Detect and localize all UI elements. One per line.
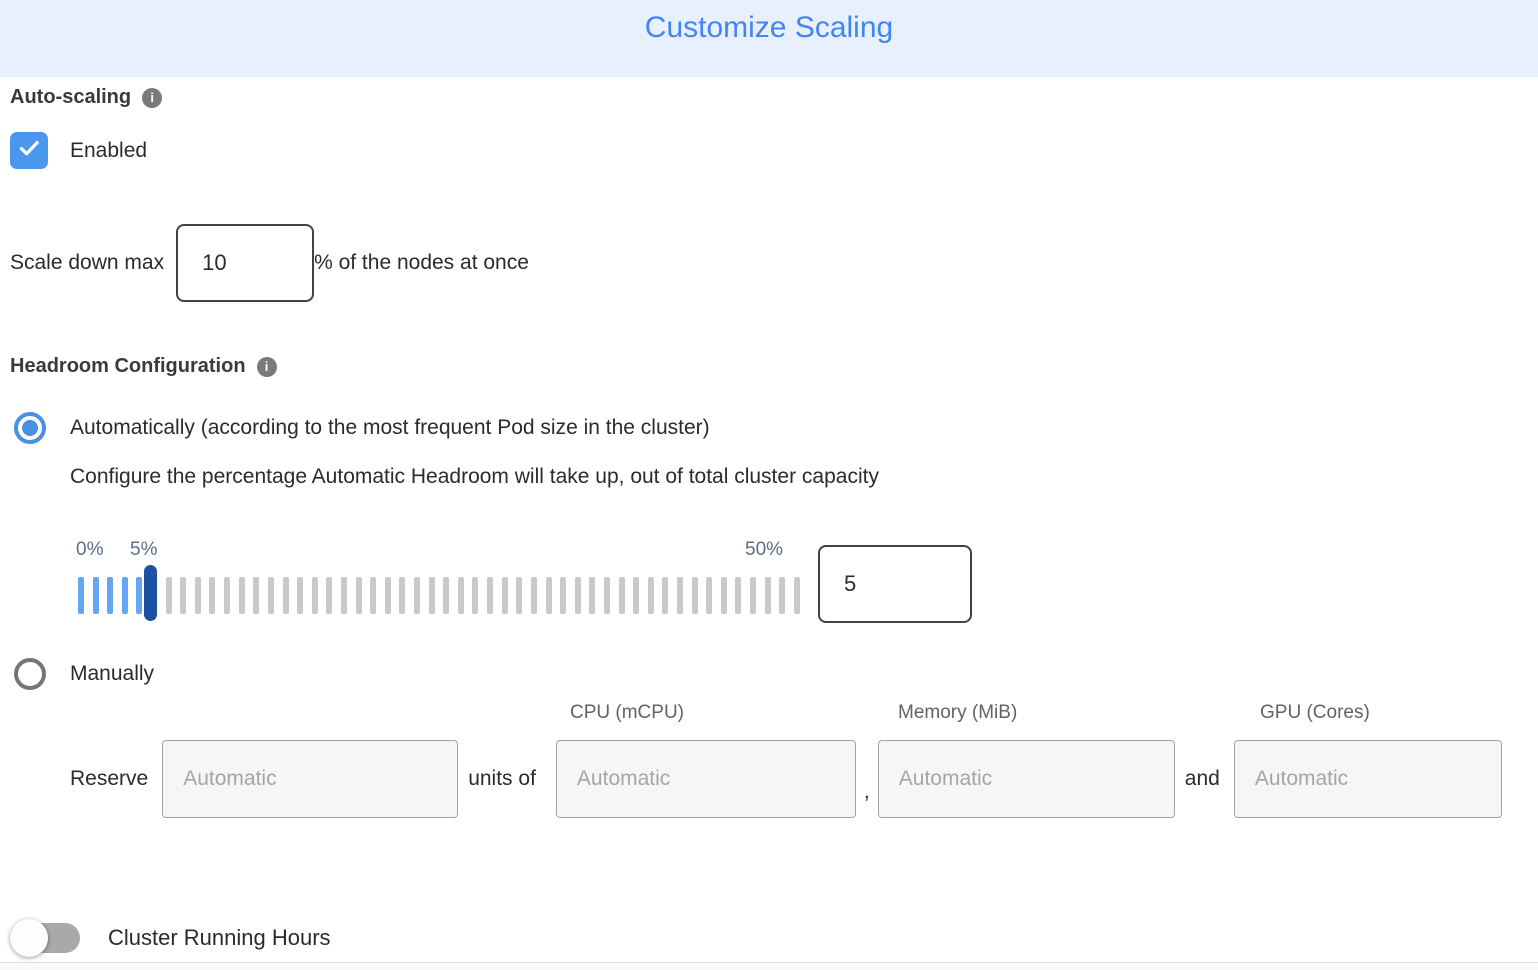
reserve-row: Reserve units of , and (10, 740, 1538, 818)
slider-tick (545, 577, 552, 614)
slider-tick (165, 577, 172, 614)
slider-tick (370, 577, 377, 614)
slider-tick (603, 577, 610, 614)
slider-tick (311, 577, 318, 614)
section-divider (0, 962, 1538, 963)
gpu-column-header: GPU (Cores) (1260, 702, 1370, 723)
headroom-manual-option: Manually (10, 658, 1538, 690)
slider-tick (121, 577, 128, 614)
next-section-edge (0, 963, 1538, 970)
auto-scaling-label: Auto-scaling (10, 86, 132, 108)
slider-tick (194, 577, 201, 614)
automatic-radio[interactable] (14, 412, 46, 444)
slider-tick (78, 577, 84, 614)
slider-tick (92, 577, 99, 614)
automatic-headroom-description: Configure the percentage Automatic Headr… (70, 465, 879, 488)
slider-tick (180, 577, 187, 614)
slider-tick (355, 577, 362, 614)
slider-tick (282, 577, 289, 614)
slider-tick (297, 577, 304, 614)
reserve-cpu-input[interactable] (555, 740, 856, 818)
cluster-running-hours-row: Cluster Running Hours (10, 918, 1538, 958)
slider-tick (340, 577, 347, 614)
slider-tick (136, 577, 143, 614)
slider-tick (750, 577, 757, 614)
slider-tick (224, 577, 231, 614)
slider-tick (457, 577, 464, 614)
scale-down-row: Scale down max % of the nodes at once (10, 224, 1538, 302)
slider-tick (618, 577, 625, 614)
reserve-amount-input[interactable] (162, 740, 459, 818)
slider-tick (399, 577, 406, 614)
slider-tick (530, 577, 537, 614)
slider-tick (253, 577, 260, 614)
reserve-gpu-input[interactable] (1233, 740, 1502, 818)
comma-separator: , (863, 780, 870, 803)
cluster-running-hours-label: Cluster Running Hours (108, 925, 331, 950)
scale-down-prefix: Scale down max (10, 251, 165, 274)
slider-tick (414, 577, 421, 614)
slider-tick (779, 577, 786, 614)
slider-tick (589, 577, 596, 614)
slider-tick (735, 577, 742, 614)
slider-tick (209, 577, 216, 614)
slider-max-label: 50% (745, 539, 784, 560)
slider-tick (574, 577, 581, 614)
page-title: Customize Scaling (644, 11, 894, 44)
slider-tick (560, 577, 567, 614)
slider-tick (326, 577, 333, 614)
auto-scaling-section-label: Auto-scaling i (10, 86, 1538, 109)
slider-tick (384, 577, 391, 614)
automatic-label: Automatically (according to the most fre… (70, 416, 710, 439)
headroom-automatic-option: Automatically (according to the most fre… (10, 412, 1538, 444)
slider-tick (691, 577, 698, 614)
memory-column-header: Memory (MiB) (898, 702, 1018, 723)
reserve-memory-input[interactable] (877, 740, 1175, 818)
headroom-label: Headroom Configuration (10, 355, 246, 377)
auto-scaling-enabled-checkbox[interactable] (10, 132, 48, 169)
slider-tick (793, 577, 800, 614)
slider-tick (764, 577, 771, 614)
slider-tick (428, 577, 435, 614)
headroom-slider[interactable] (78, 565, 800, 621)
headroom-section-label: Headroom Configuration i (10, 355, 1538, 378)
dialog-header: Customize Scaling (0, 0, 1538, 77)
slider-tick (472, 577, 479, 614)
slider-tick (501, 577, 508, 614)
info-icon[interactable]: i (256, 356, 277, 377)
slider-tick (676, 577, 683, 614)
headroom-percentage-input[interactable] (818, 545, 972, 623)
manually-radio[interactable] (14, 658, 46, 690)
info-icon[interactable]: i (142, 87, 163, 108)
slider-tick (443, 577, 450, 614)
slider-min-label: 0% (76, 539, 104, 560)
slider-handle[interactable] (143, 565, 157, 621)
slider-tick (706, 577, 713, 614)
manually-label: Manually (70, 662, 155, 685)
reserve-column-headers: CPU (mCPU) Memory (MiB) GPU (Cores) (10, 702, 1538, 726)
slider-tick (516, 577, 523, 614)
cluster-running-hours-toggle[interactable] (10, 919, 82, 957)
slider-tick (647, 577, 654, 614)
and-separator: and (1184, 767, 1220, 790)
slider-tick (720, 577, 727, 614)
reserve-label: Reserve (70, 767, 149, 790)
slider-tick (107, 577, 114, 614)
toggle-knob[interactable] (10, 919, 48, 957)
slider-tick (662, 577, 669, 614)
slider-tick (633, 577, 640, 614)
slider-tick (487, 577, 494, 614)
dialog-body: Auto-scaling i Enabled Scale down max % … (0, 86, 1538, 958)
scale-down-suffix: % of the nodes at once (314, 251, 529, 274)
checkmark-icon (16, 135, 42, 166)
auto-scaling-enabled-row: Enabled (10, 132, 1538, 169)
headroom-slider-area: 0% 5% 50% (10, 539, 1538, 623)
slider-tick (238, 577, 245, 614)
units-of-label: units of (468, 767, 536, 790)
cpu-column-header: CPU (mCPU) (570, 702, 684, 723)
slider-tick (267, 577, 274, 614)
enabled-label: Enabled (70, 138, 148, 162)
scale-down-max-input[interactable] (176, 224, 315, 302)
slider-current-label: 5% (130, 539, 158, 560)
